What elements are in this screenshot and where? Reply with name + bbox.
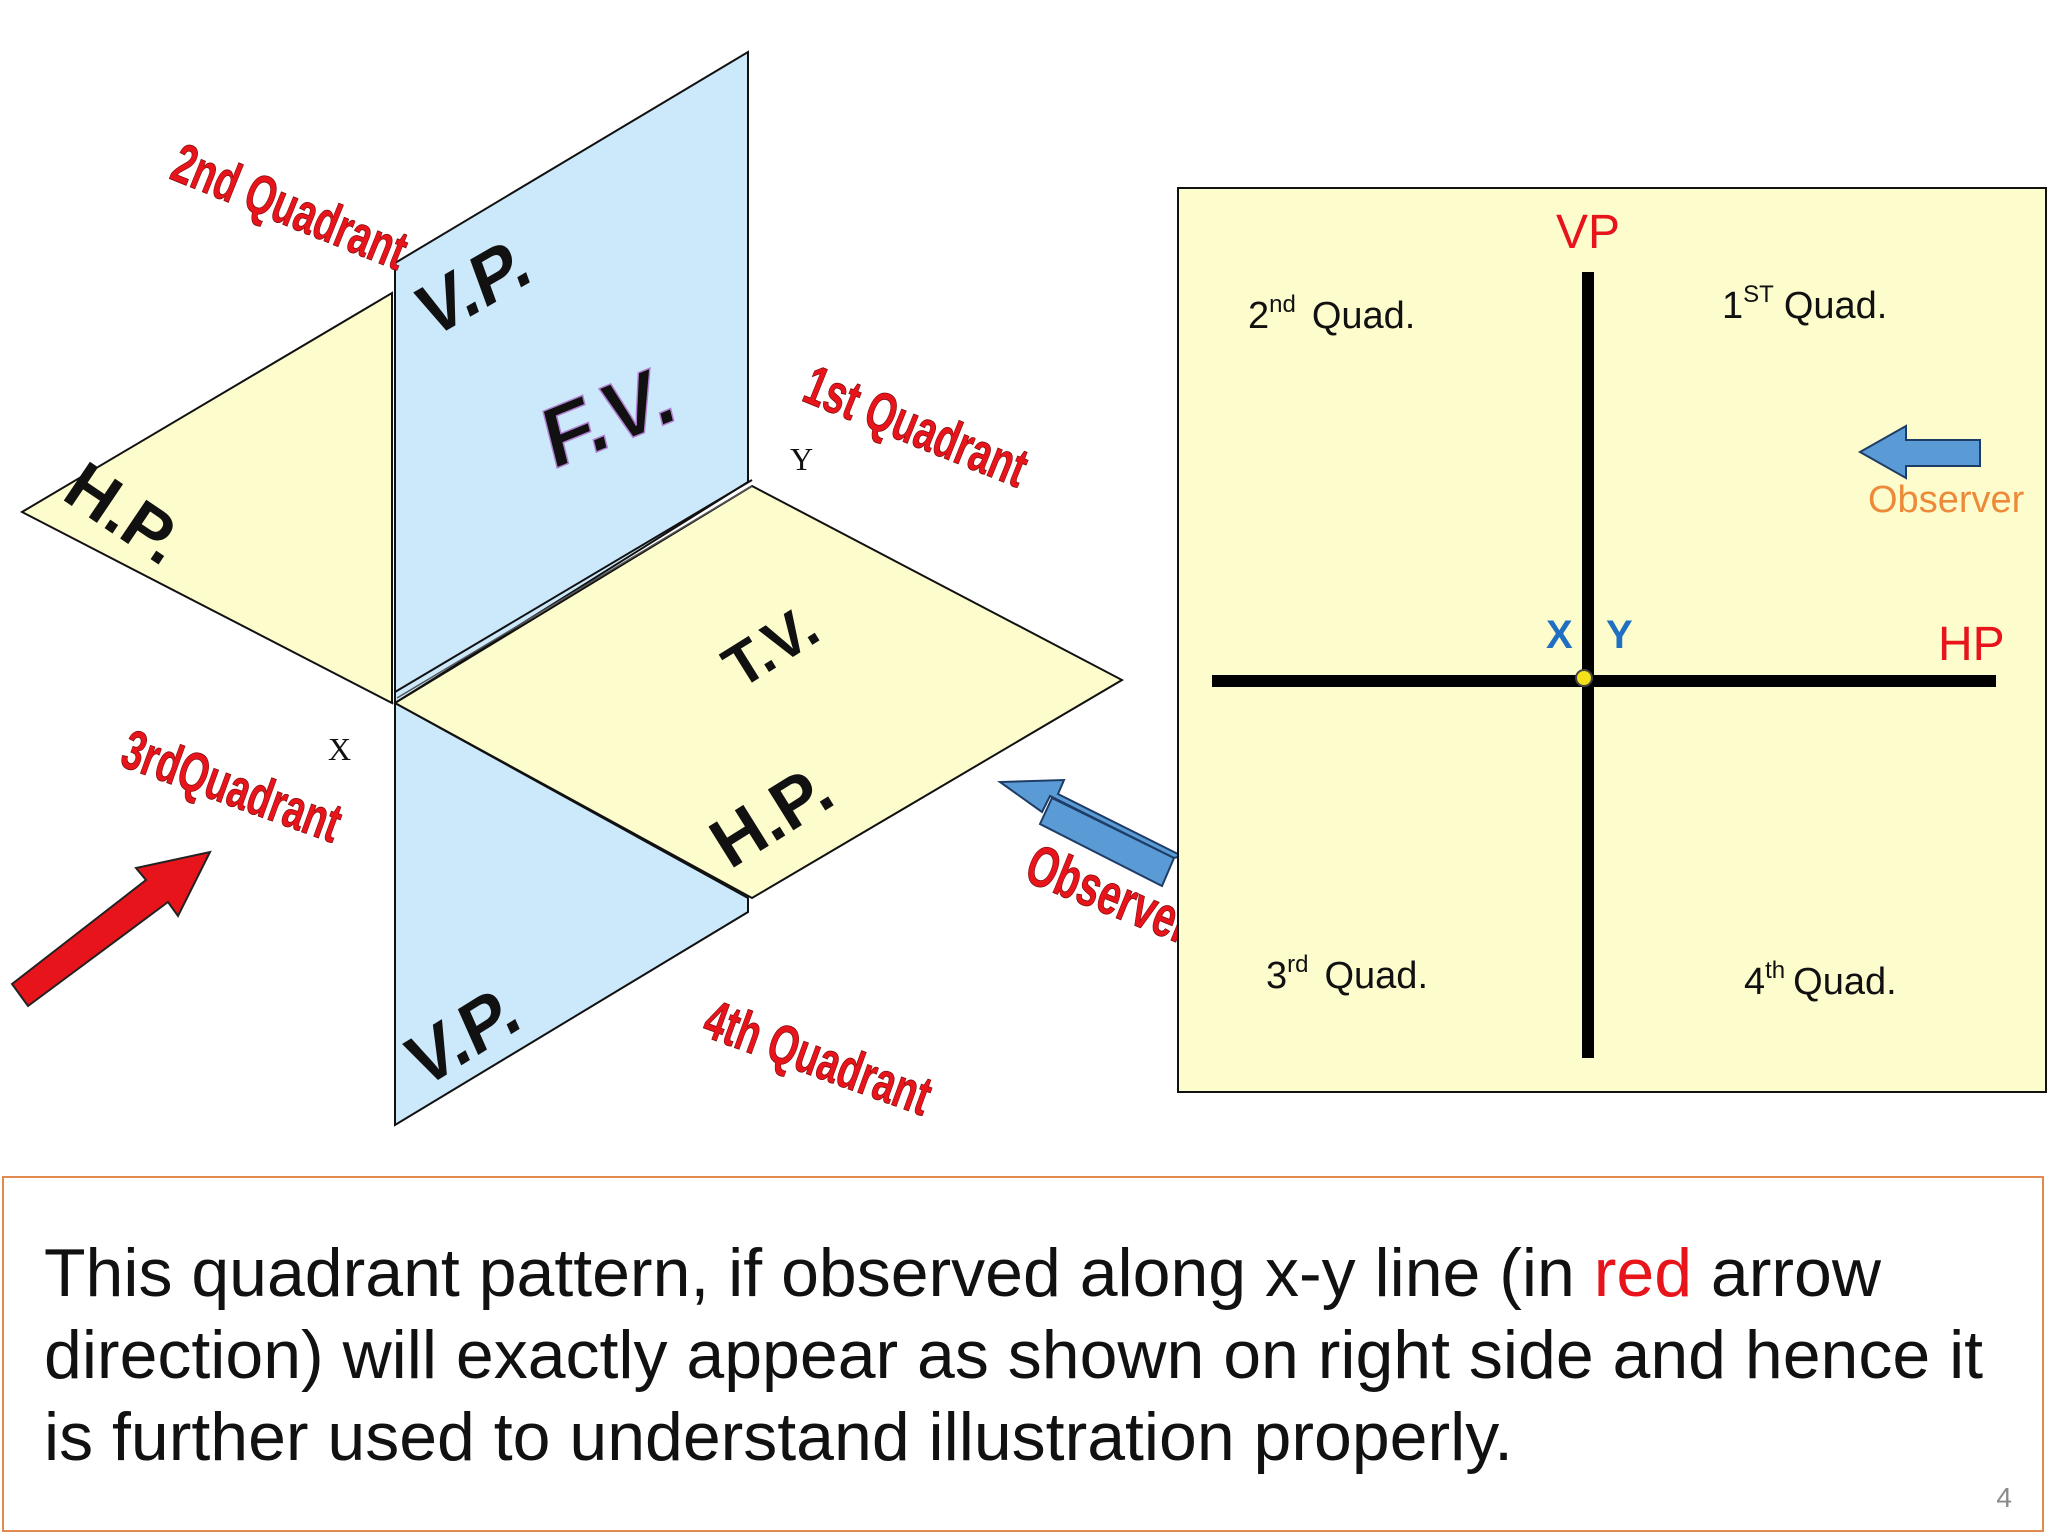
axis-y-label: Y: [790, 441, 813, 477]
page-number: 4: [1996, 1482, 2012, 1513]
observer-label-right: Observer: [1868, 479, 2025, 521]
quadrant-1-label: 1st Quadrant: [795, 354, 1036, 499]
axis-x-label: X: [328, 731, 351, 767]
vp-label: VP: [1556, 206, 1620, 259]
red-arrow-icon: [10, 850, 212, 1008]
hp-label: HP: [1938, 618, 2005, 671]
x-label: X: [1546, 613, 1573, 657]
side-view-panel: [1177, 187, 2047, 1093]
hp-plane-right: [392, 484, 1125, 900]
observer-arrow-body: [1038, 796, 1176, 888]
xy-origin-point: [1575, 669, 1593, 687]
caption-part-1: This quadrant pattern, if observed along…: [44, 1235, 1594, 1311]
quadrant-2-label: 2nd Quadrant: [163, 132, 416, 282]
caption-text: This quadrant pattern, if observed along…: [44, 1232, 2004, 1478]
caption-highlight: red: [1593, 1235, 1693, 1311]
caption-part-2: arrow direction) will exactly appear as …: [44, 1235, 1984, 1475]
y-label: Y: [1606, 613, 1633, 657]
quadrant-3-label: 3rdQuadrant: [114, 719, 350, 855]
observer-arrow-right-icon: [1857, 424, 1981, 480]
quadrant-4-label: 4th Quadrant: [696, 989, 940, 1128]
caption-box: [2, 1176, 2044, 1532]
hp-plane-left: [19, 291, 393, 705]
vp-plane-lower: [394, 701, 749, 1127]
